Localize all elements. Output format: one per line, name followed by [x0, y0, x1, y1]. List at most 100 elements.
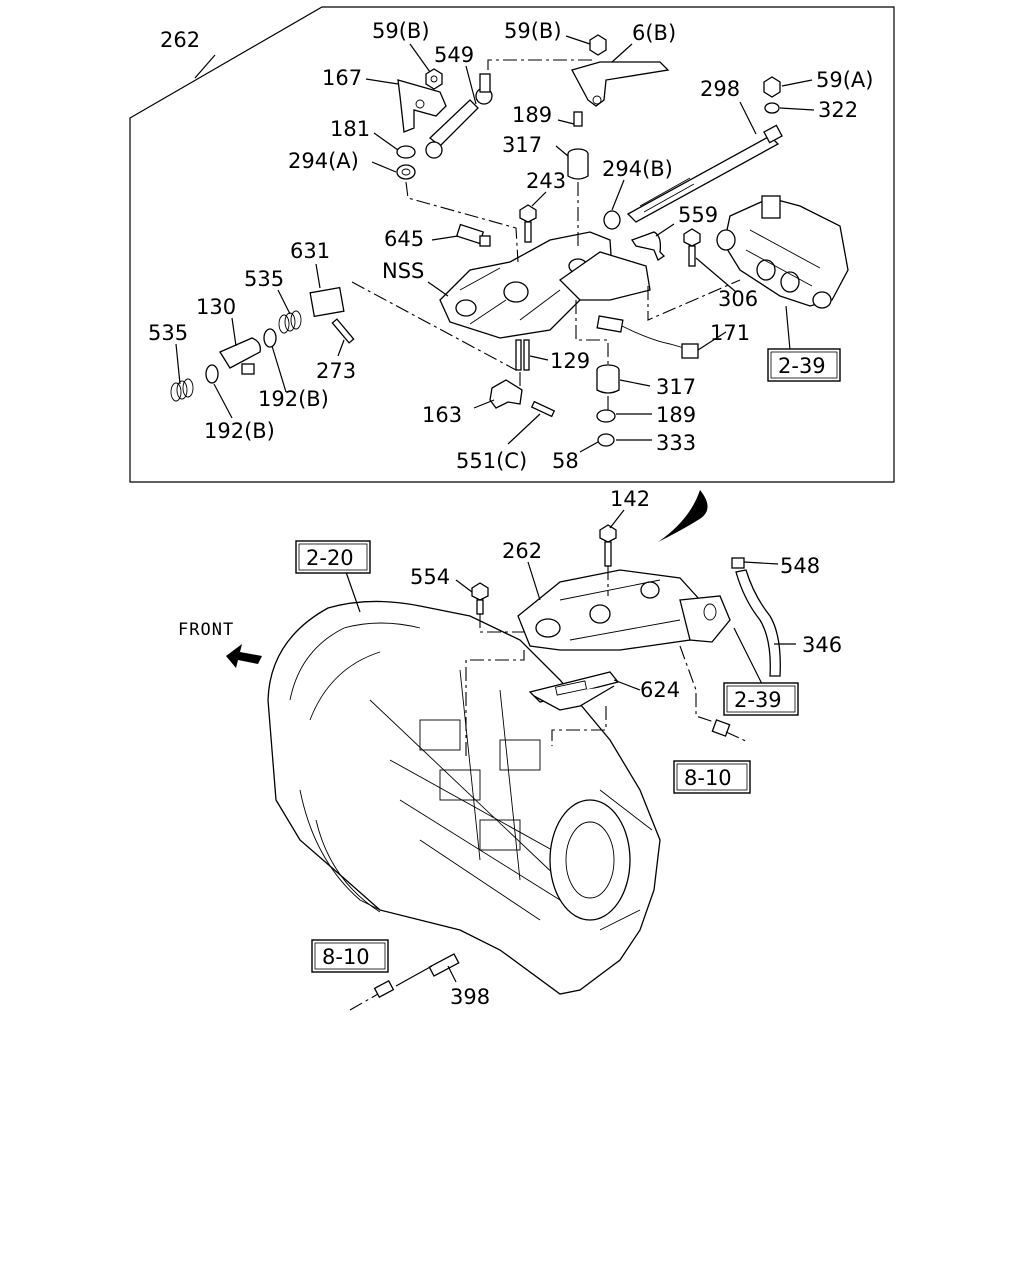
part-346-hose — [735, 569, 781, 677]
label-142: 142 — [610, 487, 650, 511]
ref-2-39-top-text: 2-39 — [778, 354, 826, 378]
part-294a-bushing — [396, 164, 416, 180]
label-171: 171 — [710, 321, 750, 345]
label-243: 243 — [526, 169, 566, 193]
label-645: 645 — [384, 227, 424, 251]
label-631: 631 — [290, 239, 330, 263]
label-129: 129 — [550, 349, 590, 373]
label-346: 346 — [802, 633, 842, 657]
part-192b-washer-right — [263, 328, 277, 348]
part-167-bracket — [397, 79, 447, 133]
label-333: 333 — [656, 431, 696, 455]
leader-lines-main — [345, 509, 796, 983]
part-398-sensor — [349, 953, 460, 1011]
ref-box-8-10-right[interactable]: 8-10 — [673, 760, 751, 794]
part-181-washer — [396, 145, 416, 159]
part-6b-lever — [571, 34, 670, 107]
label-6b: 6(B) — [632, 21, 676, 45]
part-163-lever — [489, 379, 523, 409]
part-333-washer — [597, 433, 615, 447]
assembly-lines-main — [465, 566, 609, 760]
part-142-bolt — [599, 524, 617, 567]
part-548-clamp — [731, 557, 745, 569]
part-243-bolt — [519, 204, 537, 243]
label-59b-right: 59(B) — [504, 19, 562, 43]
label-58: 58 — [552, 449, 579, 473]
label-nss: NSS — [382, 259, 424, 283]
part-273-pin — [331, 318, 355, 344]
part-554-breather — [471, 582, 489, 615]
part-192b-washer-left — [205, 364, 219, 384]
part-59a-nut — [763, 76, 781, 98]
part-317-bushing-top — [567, 148, 589, 180]
part-559-pipe — [631, 231, 666, 261]
part-549-rod — [425, 73, 493, 159]
label-294a: 294(A) — [288, 149, 359, 173]
label-273: 273 — [316, 359, 356, 383]
label-163: 163 — [422, 403, 462, 427]
part-59b-nut-left — [425, 68, 443, 90]
part-294b-bushing — [603, 210, 621, 230]
label-59b-left: 59(B) — [372, 19, 430, 43]
label-398: 398 — [450, 985, 490, 1009]
label-559: 559 — [678, 203, 718, 227]
part-535-spring-lower — [170, 378, 194, 402]
label-554: 554 — [410, 565, 450, 589]
label-181: 181 — [330, 117, 370, 141]
ref-8-10-left-text: 8-10 — [322, 945, 370, 969]
label-548: 548 — [780, 554, 820, 578]
label-535-left: 535 — [148, 321, 188, 345]
detail-box-callout: 262 — [160, 28, 200, 52]
ref-box-2-39-top[interactable]: 2-39 — [767, 348, 841, 382]
label-624: 624 — [640, 678, 680, 702]
label-130: 130 — [196, 295, 236, 319]
part-322-clip — [764, 102, 780, 114]
label-189-bottom: 189 — [656, 403, 696, 427]
part-shift-bracket — [558, 251, 651, 301]
part-298-shaft — [626, 124, 783, 223]
label-317-top: 317 — [502, 133, 542, 157]
part-551c-pin — [530, 400, 556, 418]
label-192b-left: 192(B) — [204, 419, 275, 443]
callout-labels: 59(B) 59(B) 6(B) 549 167 181 294(A) 189 … — [148, 19, 873, 1009]
part-171-harness — [596, 315, 699, 359]
label-192b-right: 192(B) — [258, 387, 329, 411]
front-label: FRONT — [178, 620, 234, 640]
part-645-switch — [455, 223, 491, 247]
detail-box — [129, 6, 895, 483]
front-arrow-icon — [226, 644, 262, 668]
label-317-bottom: 317 — [656, 375, 696, 399]
leader-lines-detail — [175, 35, 815, 453]
label-549: 549 — [434, 43, 474, 67]
label-189-top: 189 — [512, 103, 552, 127]
part-306-bolt — [683, 228, 701, 267]
ref-8-10-right-text: 8-10 — [684, 766, 732, 790]
ref-box-2-39-main[interactable]: 2-39 — [723, 682, 799, 716]
detail-link-arrow — [658, 490, 708, 542]
part-189-pin-top — [573, 111, 583, 127]
ref-2-20-text: 2-20 — [306, 546, 354, 570]
label-535-top: 535 — [244, 267, 284, 291]
part-129-pins — [515, 339, 530, 371]
part-317-bushing-bottom — [596, 364, 620, 394]
ref-2-39-main-text: 2-39 — [734, 688, 782, 712]
label-298: 298 — [700, 77, 740, 101]
ref-box-8-10-left[interactable]: 8-10 — [311, 939, 389, 973]
shift-housing-262 — [517, 569, 731, 651]
part-631-block — [309, 286, 345, 318]
label-167: 167 — [322, 66, 362, 90]
label-59a: 59(A) — [816, 68, 873, 92]
transmission-case — [267, 600, 661, 995]
label-306: 306 — [718, 287, 758, 311]
assembly-lines-detail — [351, 59, 741, 410]
label-551c: 551(C) — [456, 449, 527, 473]
part-189-oring-bottom — [596, 409, 616, 423]
label-322: 322 — [818, 98, 858, 122]
part-535-spring-upper — [278, 310, 302, 334]
part-130-plunger — [219, 337, 261, 375]
label-262-main: 262 — [502, 539, 542, 563]
label-294b: 294(B) — [602, 157, 673, 181]
connector-8-10 — [679, 645, 749, 743]
ref-box-2-20[interactable]: 2-20 — [295, 540, 371, 574]
part-valve-block — [716, 195, 849, 309]
